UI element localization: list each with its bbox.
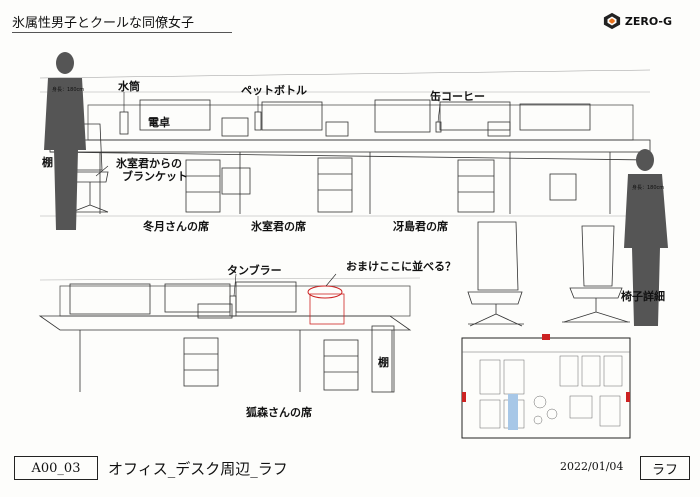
height-label-left: 身長：180cm [52,87,85,93]
sheet-name: オフィス_デスク周辺_ラフ [108,460,288,478]
label-extra-here: おまけここに並べる？ [346,260,456,273]
sheet-date: 2022/01/04 [560,460,624,473]
label-seat-saejima: 冴島君の席 [393,220,448,233]
label-seat-kitsunemori: 狐森さんの席 [246,406,312,419]
label-seat-himuro: 氷室君の席 [251,220,306,233]
work-title: 氷属性男子とクールな同僚女子 [12,16,195,31]
label-blanket-line1: 氷室君からの [116,157,182,170]
label-tumbler: タンブラー [227,264,282,277]
cut-id-box: A00_03 [14,456,98,480]
label-pet-bottle: ペットボトル [241,84,307,97]
zero-g-logo-icon [603,12,620,30]
label-chair-detail: 椅子詳細 [621,290,665,303]
studio-logo: ZERO-G [603,12,672,30]
height-reference-figures [44,52,668,326]
stage-box: ラフ [640,456,690,480]
label-blanket-line2: ブランケット [122,170,188,183]
label-water-bottle: 水筒 [118,80,140,93]
logo-text: ZERO-G [624,14,672,28]
label-calculator: 電卓 [148,116,170,129]
title-underline [12,32,232,33]
label-shelf-upper: 棚 [42,156,53,169]
height-label-right: 身長：180cm [632,185,665,191]
label-seat-fuyutsuki: 冬月さんの席 [143,220,209,233]
label-canned-coffee: 缶コーヒー [430,90,485,103]
label-shelf-lower: 棚 [378,356,389,369]
